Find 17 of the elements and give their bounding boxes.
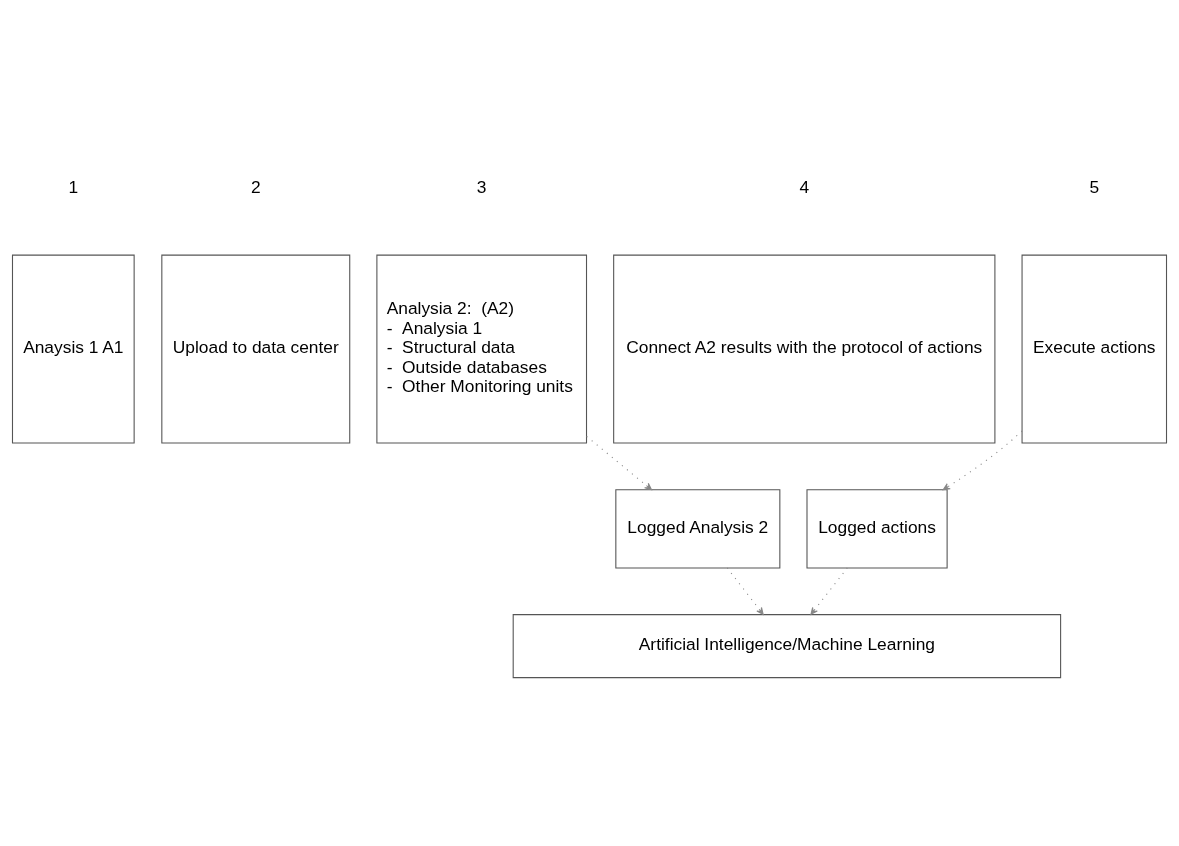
node-label: 5: [1089, 176, 1100, 197]
node-box: Logged Analysis 2: [615, 488, 781, 568]
arrow: [586, 435, 653, 490]
arrow: [726, 566, 764, 615]
node-label: 2: [250, 176, 261, 197]
node-box: Execute actions: [1021, 254, 1168, 444]
node-label: 3: [476, 176, 487, 197]
arrow: [810, 566, 848, 615]
arrow: [942, 429, 1023, 490]
node-box: Artificial Intelligence/Machine Learning: [512, 613, 1062, 678]
node-box: Anaysis 1 A1: [11, 254, 135, 444]
node-label: 1: [68, 176, 79, 197]
node-box: Upload to data center: [161, 254, 351, 444]
node-box: Logged actions: [806, 488, 948, 568]
node-label: 4: [799, 176, 810, 197]
node-box: Connect A2 results with the protocol of actions: [613, 254, 996, 444]
node-box: Analysia 2: (A2) - Analysia 1 - Structural data - Outside databases - Other Monitoring units: [376, 254, 588, 444]
